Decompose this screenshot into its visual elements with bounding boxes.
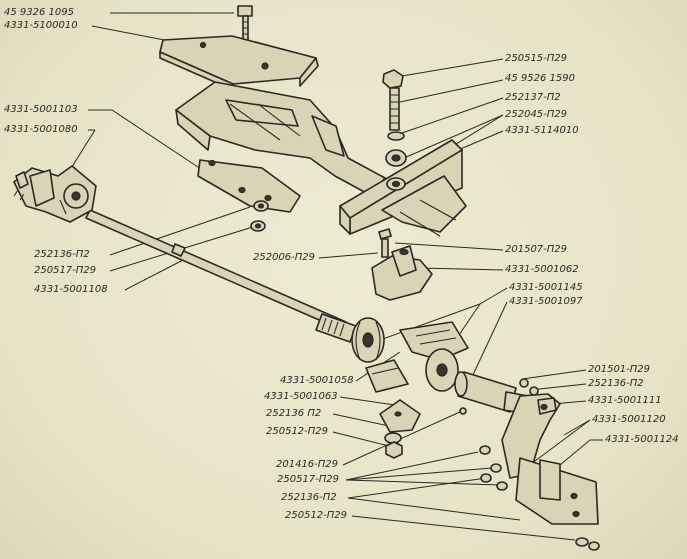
rubber-bushing-right <box>425 348 459 392</box>
part-label-252136-d: 252136-П2 <box>281 492 337 503</box>
clamp-strap <box>379 399 421 433</box>
part-label-252045: 252045-П29 <box>505 109 568 120</box>
part-label-5001111: 4331-5001111 <box>588 395 662 406</box>
part-label-5114010: 4331-5114010 <box>505 125 579 136</box>
part-label-5001103: 4331-5001103 <box>4 104 78 115</box>
part-label-250512-b: 250512-П29 <box>285 510 348 521</box>
part-label-5001108: 4331-5001108 <box>34 284 108 295</box>
part-label-252136-c: 252136-П2 <box>588 378 644 389</box>
part-label-252006: 252006-П29 <box>253 252 316 263</box>
part-label-459526-1590: 45 9526 1590 <box>505 73 575 84</box>
rubber-bushing-left <box>351 317 385 363</box>
part-label-5100010: 4331-5100010 <box>4 20 78 31</box>
nut-washer-lower <box>384 432 403 459</box>
part-label-201416: 201416-П29 <box>276 459 339 470</box>
steering-shaft <box>85 209 357 343</box>
part-label-250517-b: 250517-П29 <box>277 474 340 485</box>
part-label-250517-a: 250517-П29 <box>34 265 97 276</box>
part-label-459326-1095: 45 9326 1095 <box>4 7 74 18</box>
part-label-5001058: 4331-5001058 <box>280 375 354 386</box>
part-label-5001097: 4331-5001097 <box>509 296 583 307</box>
mounting-plate <box>515 457 599 525</box>
part-label-252137: 252137-П2 <box>505 92 561 103</box>
part-label-5001120: 4331-5001120 <box>592 414 666 425</box>
universal-joint <box>13 165 97 223</box>
part-label-250512-a: 250512-П29 <box>266 426 329 437</box>
part-label-201501: 201501-П29 <box>588 364 651 375</box>
saddle-bracket <box>371 228 433 301</box>
part-label-5001124: 4331-5001124 <box>605 434 679 445</box>
part-label-250515: 250515-П29 <box>505 53 568 64</box>
small-fasteners <box>459 407 600 551</box>
top-plate <box>159 35 319 91</box>
clamp-upper <box>399 321 469 361</box>
part-label-252136-b: 252136 П2 <box>266 408 322 419</box>
bolt-stack-right <box>382 69 407 191</box>
part-label-5001080: 4331-5001080 <box>4 124 78 135</box>
part-label-5001062: 4331-5001062 <box>505 264 579 275</box>
part-label-5001063: 4331-5001063 <box>264 391 338 402</box>
main-bracket <box>175 81 386 213</box>
part-label-201507: 201507-П29 <box>505 244 568 255</box>
clamp-lower <box>365 359 409 393</box>
part-label-252136-a: 252136-П2 <box>34 249 90 260</box>
lever-bracket <box>501 378 561 479</box>
part-label-5001145: 4331-5001145 <box>509 282 583 293</box>
nut-left <box>250 200 269 232</box>
